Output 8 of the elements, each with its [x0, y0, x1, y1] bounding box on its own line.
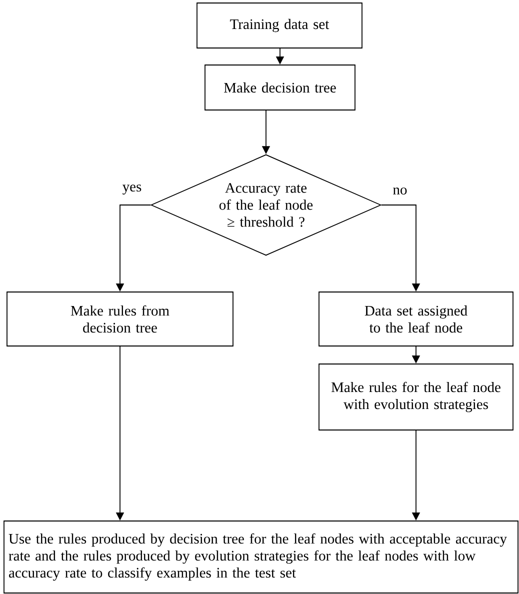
edge-label: yes — [121, 184, 143, 196]
process-box: Use the rules produced by decision tree for the leaf nodes with acceptable accuracy rate and the rules produced by evolution strategies for the leaf nodes with low accuracy rate to classify examples in the test set — [4, 520, 518, 594]
process-box: Make decision tree — [204, 64, 356, 110]
process-box: Make rules for the leaf node with evolution strategies — [318, 364, 514, 430]
edge-label: no — [392, 186, 408, 196]
process-box: Training data set — [196, 2, 362, 48]
process-box: Data set assigned to the leaf node — [318, 292, 514, 346]
process-box: Make rules from decision tree — [6, 292, 234, 346]
